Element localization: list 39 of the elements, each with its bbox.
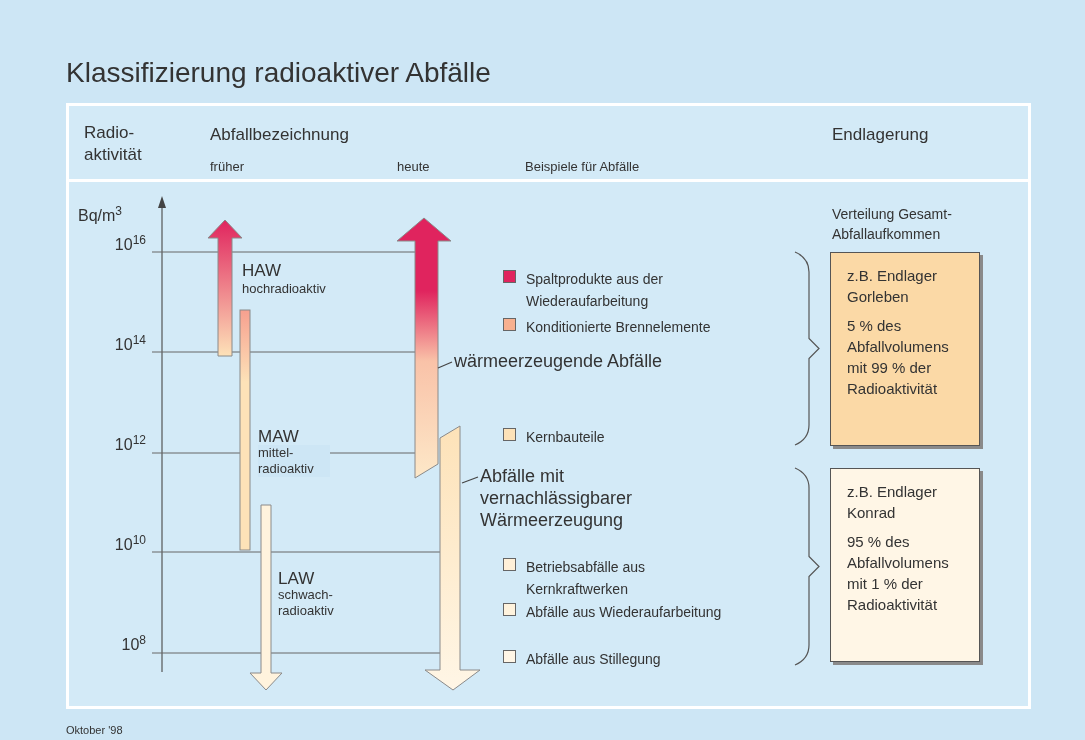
gradient-arrow	[424, 424, 482, 692]
text-label: HAW	[242, 260, 282, 282]
text-label: Bq/m$^{3}$	[78, 204, 123, 226]
legend-text: Konditionierte Brennelemente	[526, 318, 712, 337]
tick-label: 10$^{8}$	[120, 633, 146, 655]
text-label: Abfallbezeichnung	[210, 124, 349, 146]
text-label: MAW	[258, 426, 299, 448]
text-label: mittel- radioaktiv	[258, 445, 330, 477]
repository-box	[830, 468, 980, 662]
repository-name: z.B. Endlager Gorleben	[847, 266, 939, 307]
tick-label: 10$^{14}$	[113, 333, 146, 355]
legend-text: Spaltprodukte aus der Wiederaufarbeitung	[526, 270, 664, 311]
legend-text: Kernbauteile	[526, 428, 606, 447]
legend-text: Abfälle aus Stillegung	[526, 650, 662, 669]
repository-box	[830, 252, 980, 446]
text-label: hochradioaktiv	[242, 280, 326, 298]
text-label: Radio- aktivität	[84, 122, 143, 166]
repository-name: z.B. Endlager Konrad	[847, 482, 939, 523]
gradient-arrow	[396, 216, 452, 480]
text-label: heute	[397, 158, 430, 176]
repository-share: 5 % des Abfallvolumens mit 99 % der Radioaktivität	[847, 316, 950, 399]
text-label: Verteilung Gesamt- Abfallaufkommen	[832, 205, 953, 244]
legend-text: Betriebsabfälle aus Kernkraftwerken	[526, 558, 647, 599]
text-label: Oktober '98	[66, 723, 123, 738]
category-label: Abfälle mit vernachlässigbarer Wärmeerzeugung	[480, 465, 680, 531]
text-label: Endlagerung	[832, 124, 929, 146]
leader-line	[437, 361, 453, 369]
legend-text: Abfälle aus Wiederaufarbeitung	[526, 603, 723, 622]
category-label: wärmeerzeugende Abfälle	[454, 350, 734, 372]
title: Klassifizierung radioaktiver Abfälle	[66, 56, 491, 90]
text-label: schwach- radioaktiv	[278, 587, 335, 619]
leader-line	[461, 476, 479, 484]
tick-label: 10$^{16}$	[113, 233, 146, 255]
text-label: LAW	[278, 568, 315, 590]
text-label: Beispiele für Abfälle	[525, 158, 640, 176]
tick-label: 10$^{12}$	[113, 433, 146, 455]
repository-share: 95 % des Abfallvolumens mit 1 % der Radioaktivität	[847, 532, 950, 615]
tick-label: 10$^{10}$	[113, 533, 146, 555]
text-label: früher	[210, 158, 244, 176]
